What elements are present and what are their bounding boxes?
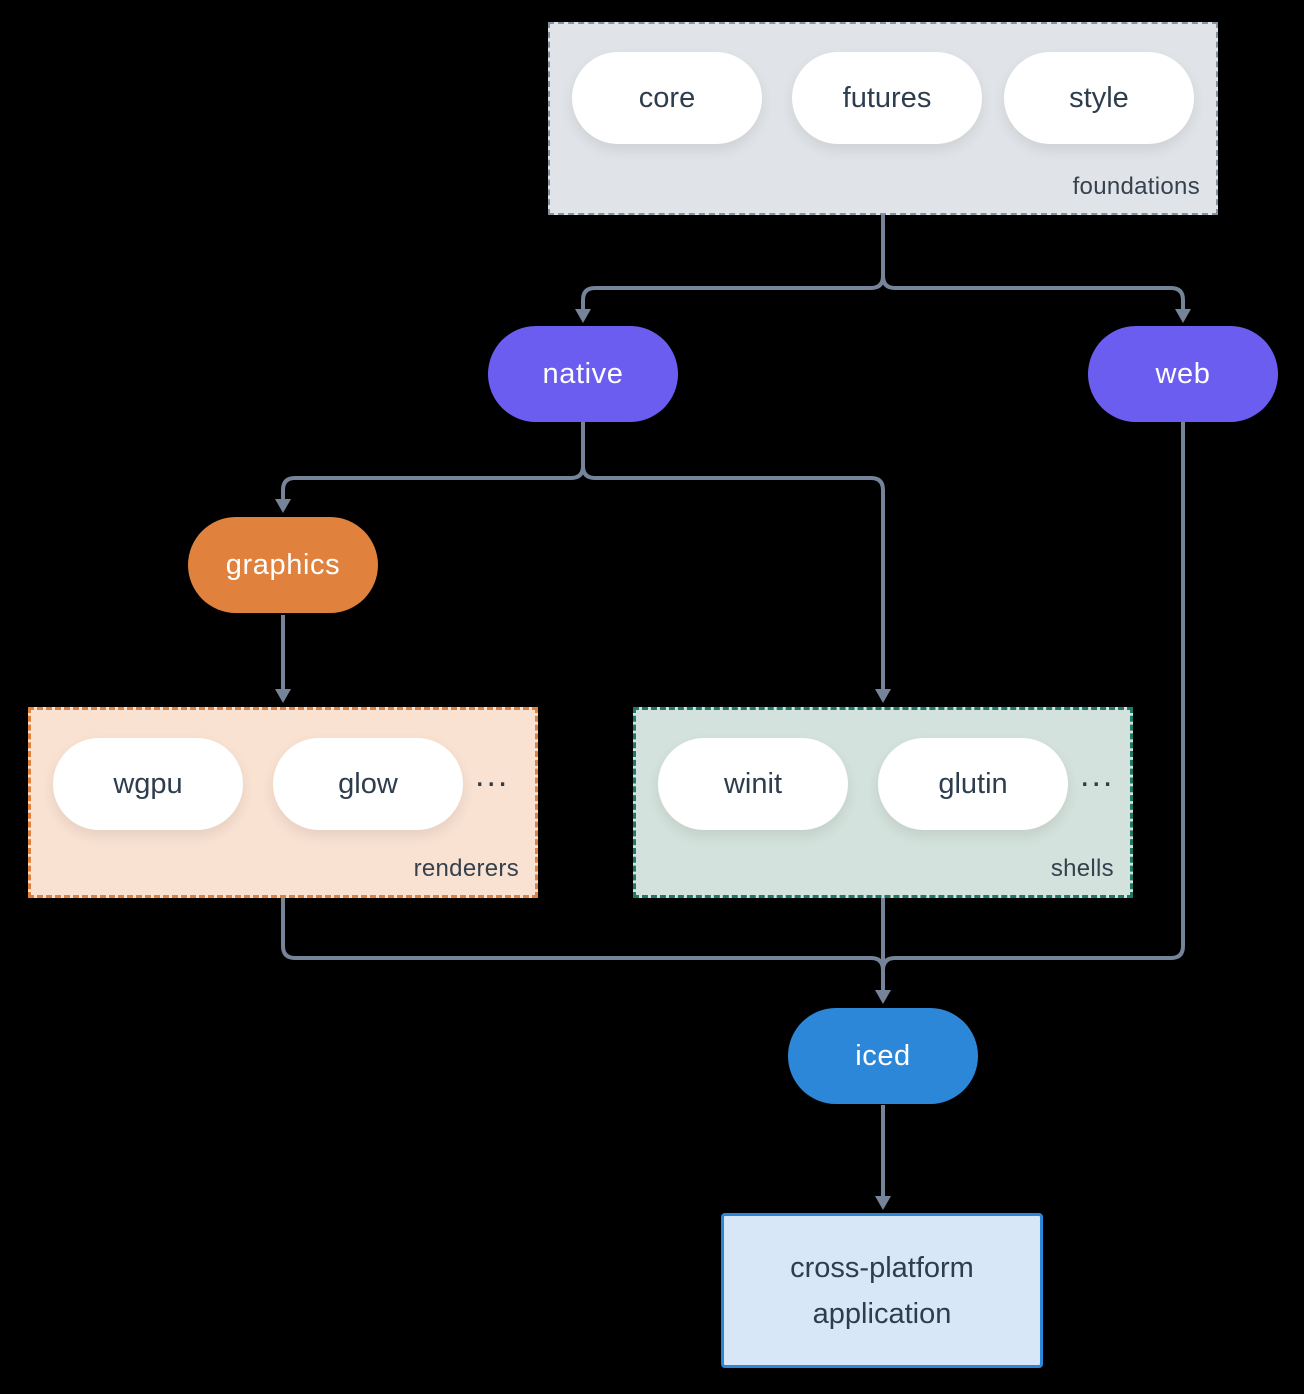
edge-native-shells — [581, 422, 885, 689]
shells-group: winit glutin ... shells — [633, 707, 1133, 898]
application-label-line1: cross-platform — [790, 1251, 974, 1284]
core-label: core — [638, 81, 696, 114]
arrowhead-graphics — [275, 499, 291, 513]
wgpu-label: wgpu — [113, 767, 183, 800]
edge-web-iced — [881, 422, 1185, 990]
futures-label: futures — [842, 81, 932, 114]
shells-label: shells — [1050, 855, 1114, 882]
application-node: cross-platform application — [721, 1213, 1043, 1368]
glutin-node: glutin — [878, 738, 1068, 830]
foundations-label: foundations — [1072, 173, 1200, 200]
renderers-group: wgpu glow ... renderers — [28, 707, 538, 898]
core-node: core — [572, 52, 762, 144]
web-node: web — [1088, 326, 1278, 422]
style-node: style — [1004, 52, 1194, 144]
foundations-group: core futures style foundations — [548, 22, 1218, 215]
edge-native-graphics — [281, 422, 585, 499]
edge-foundations-native — [581, 215, 885, 309]
style-label: style — [1069, 81, 1129, 114]
winit-label: winit — [723, 767, 782, 800]
native-node: native — [488, 326, 678, 422]
glow-label: glow — [338, 767, 398, 800]
application-label-line2: application — [812, 1297, 952, 1330]
native-label: native — [542, 357, 624, 390]
arrowhead-renderers — [275, 689, 291, 703]
winit-node: winit — [658, 738, 848, 830]
renderers-label: renderers — [413, 855, 519, 882]
arrowhead-shells — [875, 689, 891, 703]
renderers-ellipsis: ... — [475, 756, 510, 794]
futures-node: futures — [792, 52, 982, 144]
iced-label: iced — [855, 1039, 911, 1072]
arrowhead-application — [875, 1196, 891, 1210]
web-label: web — [1155, 357, 1211, 390]
graphics-label: graphics — [225, 548, 341, 581]
glutin-label: glutin — [938, 767, 1008, 800]
edge-foundations-web — [881, 215, 1185, 309]
graphics-node: graphics — [188, 517, 378, 613]
shells-ellipsis: ... — [1080, 756, 1115, 794]
iced-node: iced — [788, 1008, 978, 1104]
wgpu-node: wgpu — [53, 738, 243, 830]
arrowhead-web — [1175, 309, 1191, 323]
arrowhead-native — [575, 309, 591, 323]
edge-renderers-iced — [281, 898, 885, 990]
arrowhead-iced — [875, 990, 891, 1004]
glow-node: glow — [273, 738, 463, 830]
